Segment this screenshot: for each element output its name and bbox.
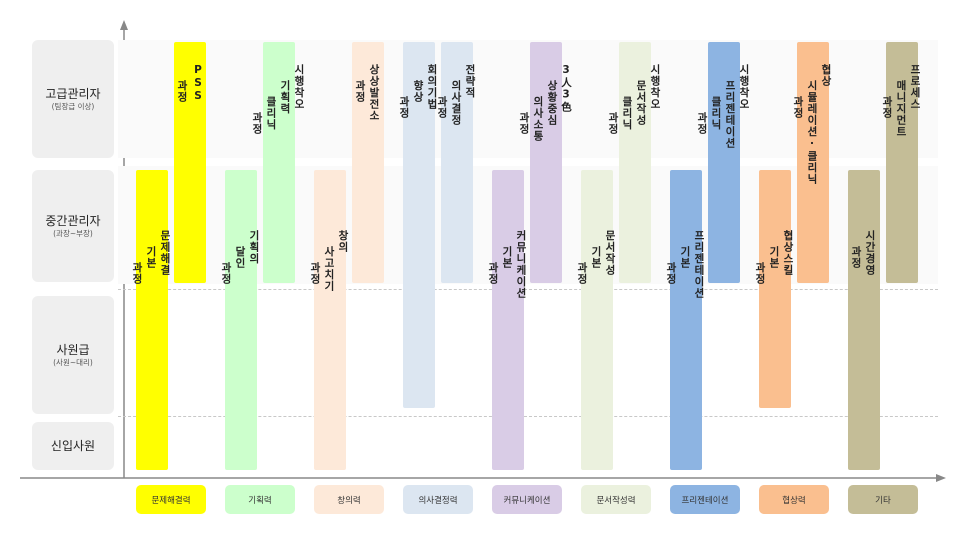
course-label-line: 전략적 [464,64,476,99]
course-label-line: 상황중심 [546,80,558,126]
course-label-line: 문서작성 [635,80,647,126]
course-label-line: 과정 [665,262,677,285]
course-label-line: 과정 [754,262,766,285]
course-label-line: 과정 [176,80,188,103]
level-sub: (팀장급 이상) [51,101,95,111]
category-label-other: 기타 [848,485,918,514]
course-label-line: 시행착오 [293,64,305,110]
level-title: 신입사원 [50,438,96,453]
course-label-line: 클리닉 [710,96,722,131]
course-label-line: PSS [192,64,204,103]
divider-middle-staff [118,289,938,290]
course-label-line: 과정 [220,262,232,285]
course-label-line: 향상 [412,80,424,103]
course-label-line: 과정 [792,96,804,119]
course-label-line: 과정 [487,262,499,285]
course-label-line: 과정 [398,96,410,119]
course-label-line: 과정 [518,112,530,135]
level-label-newbie: 신입사원 [32,422,114,470]
level-label-staff: 사원급 (사원~대리) [32,296,114,414]
course-label-line: 달인 [234,246,246,269]
course-label-line: 프리젠테이션 [693,230,705,299]
course-label-line: 문제해결 [159,230,171,276]
course-label-line: 기획력 [279,80,291,115]
course-label-line: 시간경영 [864,230,876,276]
course-label-line: 시행착오 [738,64,750,110]
category-label-problem: 문제해결력 [136,485,206,514]
level-label-middle: 중간관리자 (과장~부장) [32,170,114,282]
level-sub: (사원~대리) [53,357,93,367]
course-label-line: 과정 [251,112,263,135]
course-label-line: 과정 [436,96,448,119]
course-label-line: 프리젠테이션 [724,80,736,149]
category-label-presentation: 프리젠테이션 [670,485,740,514]
course-label-line: 프로세스 [909,64,921,110]
course-label-line: 기본 [145,246,157,269]
y-axis-arrow [120,20,128,30]
category-label-communication: 커뮤니케이션 [492,485,562,514]
course-label-line: 커뮤니케이션 [515,230,527,299]
course-label-line: 협상스킬 [782,230,794,276]
x-axis-arrow [936,474,946,482]
course-label-line: 클리닉 [621,96,633,131]
course-label-line: 과정 [354,80,366,103]
course-label-line: 회의기법 [426,64,438,110]
category-label-negotiation: 협상력 [759,485,829,514]
category-label-decision: 의사결정력 [403,485,473,514]
course-label-line: 시행착오 [649,64,661,110]
level-sub: (과장~부장) [53,228,93,238]
level-label-senior: 고급관리자 (팀장급 이상) [32,40,114,158]
course-label-line: 클리닉 [265,96,277,131]
category-label-creativity: 창의력 [314,485,384,514]
course-label-line: 기본 [679,246,691,269]
course-label-line: 시뮬레이션·클리닉 [806,80,818,185]
course-label-line: 기본 [590,246,602,269]
course-label-line: 3人3色 [560,64,572,113]
course-label-line: 사고치기 [323,246,335,292]
level-title: 사원급 [56,342,90,357]
course-bar-problem-2: PSS 과정 [174,42,206,283]
course-label-line: 과정 [309,262,321,285]
level-title: 고급관리자 [45,86,101,101]
course-label-line: 의사소통 [532,96,544,142]
divider-staff-newbie [118,416,938,417]
course-label-line: 과정 [607,112,619,135]
level-title: 중간관리자 [45,213,101,228]
course-label-line: 과정 [576,262,588,285]
course-label-line: 기본 [768,246,780,269]
course-label-line: 과정 [850,246,862,269]
course-label-line: 기획의 [248,230,260,265]
category-label-writing: 문서작성력 [581,485,651,514]
course-label-line: 과정 [881,96,893,119]
course-label-line: 과정 [696,112,708,135]
course-label-line: 과정 [131,262,143,285]
course-label-line: 창의 [337,230,349,253]
course-label-line: 상상발전소 [368,64,380,122]
course-label-line: 문서작성 [604,230,616,276]
course-label-line: 협상 [820,64,832,87]
course-label-line: 의사결정 [450,80,462,126]
course-label-line: 매니지먼트 [895,80,907,138]
category-label-planning: 기획력 [225,485,295,514]
course-label-line: 기본 [501,246,513,269]
